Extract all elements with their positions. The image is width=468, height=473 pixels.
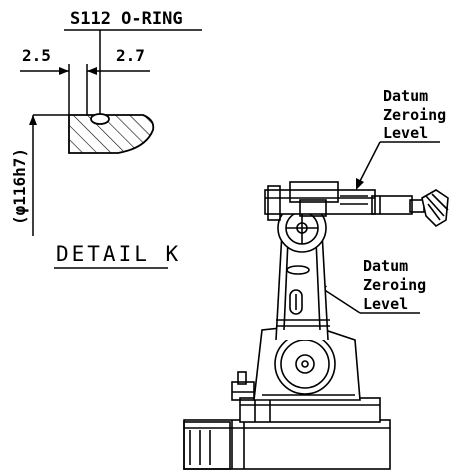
robot-base [183, 371, 391, 470]
datum-upper-line-1: Datum [383, 87, 428, 105]
datum-upper-line-3: Level [383, 124, 428, 142]
robot-arm [183, 181, 449, 470]
lower-arm [275, 231, 330, 341]
datum-lower-line-2: Zeroing [363, 276, 426, 294]
dim-right-arrow [87, 67, 97, 75]
datum-lower-line-1: Datum [363, 257, 408, 275]
datum-label-lower: Datum Zeroing Level [316, 257, 426, 314]
oring-label: S112 O-RING [70, 9, 183, 29]
hatched-section [68, 114, 155, 154]
detail-k: S112 O-RING 2.5 2.7 (φ116h7) DETAIL K [10, 9, 202, 269]
oring-groove [90, 113, 110, 125]
diameter-label: (φ116h7) [10, 148, 29, 225]
diameter-arrow [29, 115, 37, 125]
dim-left-arrow [59, 67, 69, 75]
datum-upper-arrow [356, 178, 364, 190]
dim-left-value: 2.5 [22, 46, 51, 65]
datum-label-upper: Datum Zeroing Level [356, 87, 446, 190]
lower-joint [274, 333, 336, 395]
detail-title: DETAIL K [56, 242, 181, 266]
upper-arm [264, 181, 425, 221]
datum-lower-line-3: Level [363, 295, 408, 313]
datum-upper-leader [357, 141, 381, 186]
wrist-tool [421, 189, 449, 228]
datum-upper-line-2: Zeroing [383, 106, 446, 124]
datum-lower-leader [319, 286, 361, 314]
dim-right-value: 2.7 [116, 46, 145, 65]
